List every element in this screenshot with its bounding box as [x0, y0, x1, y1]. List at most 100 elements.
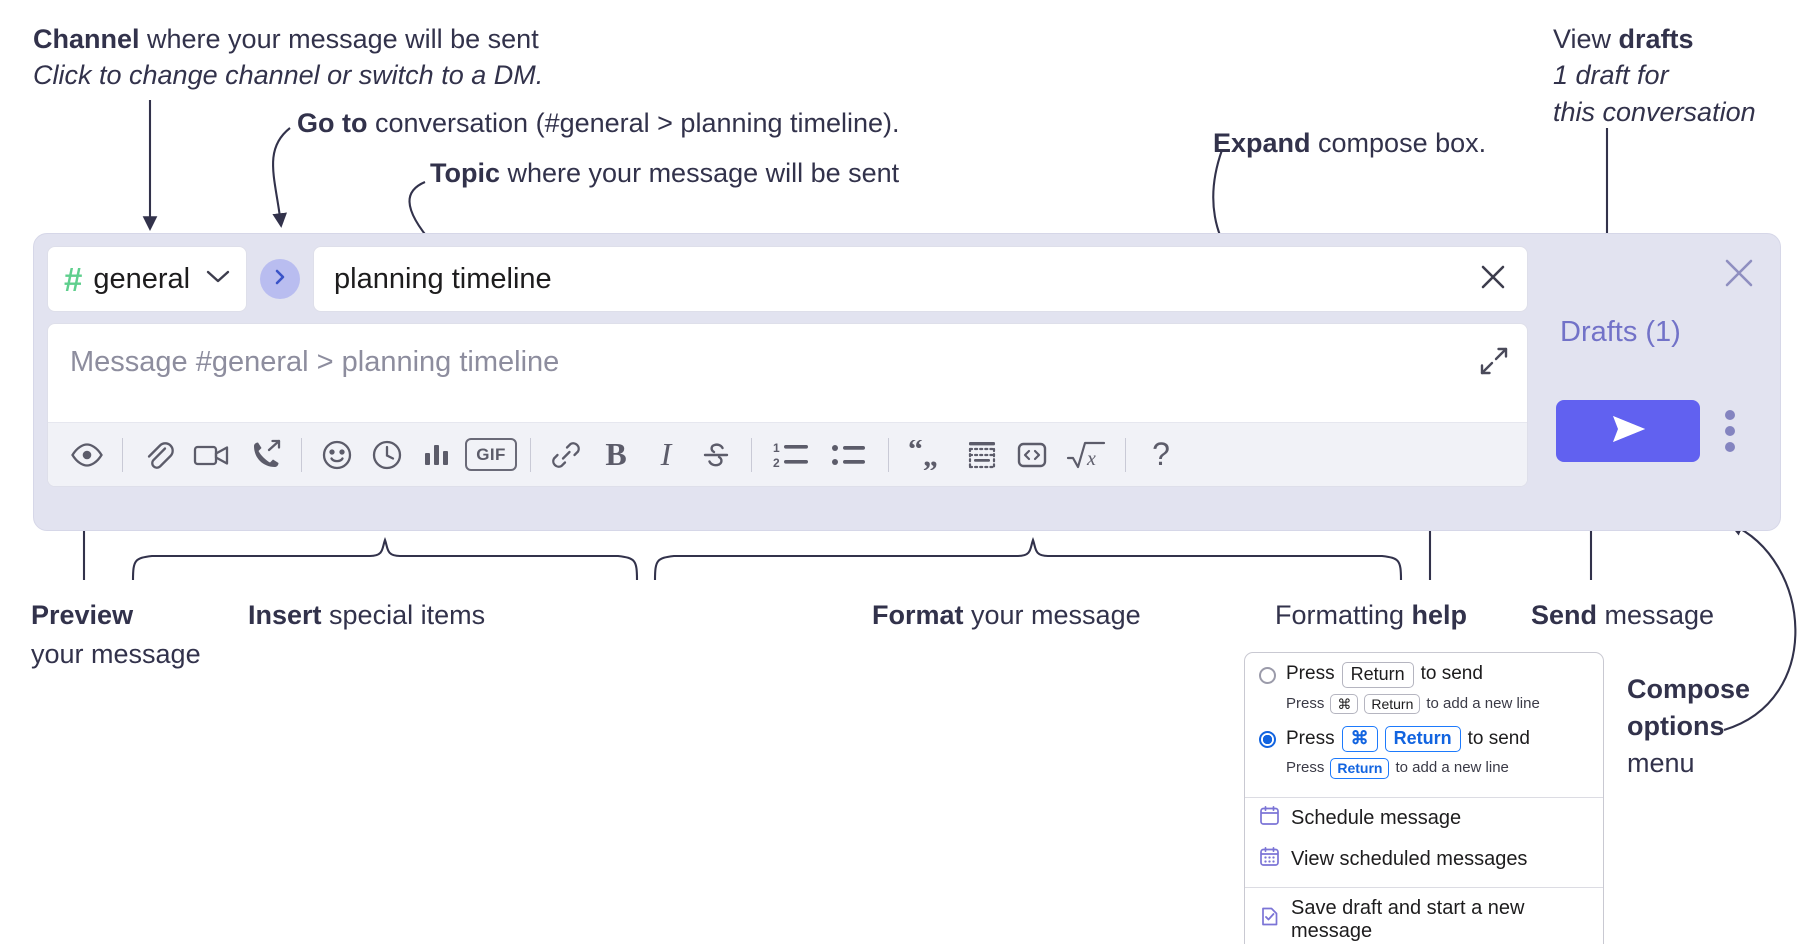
ordered-list-icon[interactable]: 1 2 [762, 430, 820, 480]
annotation-channel-strong: Channel [33, 24, 140, 54]
annotation-goto-rest: conversation (#general > planning timeli… [367, 108, 900, 138]
italic-label: I [660, 436, 672, 472]
paperclip-icon[interactable] [133, 430, 183, 480]
menu-item-schedule-message[interactable]: Schedule message [1245, 798, 1603, 839]
toolbar-divider [122, 437, 123, 472]
radio-return[interactable] [1259, 667, 1276, 684]
annotation-send-rest: message [1597, 600, 1715, 630]
link-icon[interactable] [541, 430, 591, 480]
send-icon [1605, 412, 1651, 451]
opt0-sub-post: to add a new line [1426, 694, 1540, 712]
emoji-icon[interactable] [312, 430, 362, 480]
channel-selector[interactable]: # general [47, 246, 247, 312]
menu-item-save-draft[interactable]: Save draft and start a new message [1245, 888, 1603, 944]
annotation-channel-rest: where your message will be sent [139, 24, 539, 54]
opt1-main-pre: Press [1286, 727, 1335, 749]
svg-text:1: 1 [773, 441, 780, 455]
opt0-main-pre: Press [1286, 663, 1335, 685]
send-option-cmd-return-sub: Press Return to add a new line [1286, 757, 1530, 779]
topic-input[interactable]: planning timeline [313, 246, 1528, 312]
key-return: Return [1384, 726, 1461, 752]
calendar-icon [1259, 805, 1280, 832]
expand-compose-icon[interactable] [1479, 346, 1509, 381]
send-option-cmd-return[interactable]: Press ⌘ Return to send Press Return to a… [1245, 720, 1603, 789]
menu-item-view-scheduled-messages[interactable]: View scheduled messages [1245, 839, 1603, 880]
annotation-preview-rest: your message [31, 639, 201, 669]
annotation-topic-strong: Topic [430, 158, 500, 188]
menu-item-label: Save draft and start a new message [1291, 896, 1525, 942]
code-icon[interactable] [1007, 430, 1057, 480]
compose-options-button[interactable] [1724, 409, 1736, 458]
preview-button[interactable] [62, 430, 112, 480]
annotation-send: Send message [1531, 598, 1714, 633]
question-mark-icon[interactable]: ? [1136, 430, 1186, 480]
annotation-preview: Preview [31, 598, 133, 633]
opt1-sub-post: to add a new line [1395, 759, 1509, 777]
annotation-preview-sub: your message [31, 637, 201, 672]
annotation-compose-options-strong1: Compose [1627, 674, 1751, 704]
toolbar-divider [301, 437, 302, 472]
annotation-compose-options-l3: menu [1627, 746, 1695, 781]
svg-text:„: „ [923, 440, 938, 470]
compose-panel: # general planning timeline [33, 233, 1781, 531]
bold-icon[interactable]: B [591, 430, 641, 480]
latex-icon[interactable]: x [1057, 430, 1115, 480]
annotation-expand-rest: compose box. [1310, 128, 1487, 158]
gif-icon[interactable]: GIF [462, 430, 520, 480]
annotation-insert: Insert special items [248, 598, 485, 633]
annotation-channel-sub: Click to change channel or switch to a D… [33, 58, 543, 93]
video-camera-icon[interactable] [183, 430, 241, 480]
annotation-format: Format your message [872, 598, 1141, 633]
bullet-list-icon[interactable] [820, 430, 878, 480]
toolbar-divider [1125, 437, 1126, 472]
drafts-column: Drafts (1) [1524, 234, 1780, 532]
annotation-compose-options: Compose [1627, 672, 1750, 707]
menu-divider [1245, 886, 1603, 888]
radio-cmd-return[interactable] [1259, 731, 1276, 749]
go-to-conversation-button[interactable] [260, 259, 300, 299]
phone-forward-icon[interactable] [241, 430, 291, 480]
strikethrough-icon[interactable] [691, 430, 741, 480]
annotation-insert-strong: Insert [248, 600, 322, 630]
menu-item-label: View scheduled messages [1291, 847, 1528, 870]
drafts-link[interactable]: Drafts (1) [1560, 316, 1681, 348]
blockquote-icon[interactable]: “ „ [899, 430, 957, 480]
annotation-expand: Expand compose box. [1213, 126, 1486, 161]
annotation-formatting-help-strong: help [1411, 600, 1468, 630]
send-option-return-sub: Press ⌘ Return to add a new line [1286, 693, 1540, 715]
chevron-right-icon [272, 268, 288, 291]
annotation-drafts-sub2: this conversation [1553, 95, 1756, 130]
annotation-drafts-italic1: 1 draft for [1553, 60, 1669, 90]
opt0-sub-pre: Press [1286, 694, 1325, 712]
compose-main-column: # general planning timeline [47, 246, 1528, 487]
key-return: Return [1341, 662, 1414, 688]
message-box: Message #general > planning timeline [47, 323, 1528, 487]
message-input[interactable]: Message #general > planning timeline [48, 324, 1527, 422]
gif-label: GIF [465, 438, 517, 471]
clock-icon[interactable] [362, 430, 412, 480]
close-icon[interactable] [1722, 256, 1756, 295]
topic-value: planning timeline [334, 262, 552, 295]
compose-header-row: # general planning timeline [47, 246, 1528, 312]
send-option-return-main: Press Return to send [1286, 662, 1540, 688]
formatting-toolbar: GIF B I [48, 422, 1527, 486]
annotation-format-rest: your message [963, 600, 1141, 630]
channel-name-label: general [93, 262, 191, 295]
annotation-expand-strong: Expand [1213, 128, 1311, 158]
annotation-format-strong: Format [872, 600, 964, 630]
annotation-goto-strong: Go to [297, 108, 368, 138]
italic-icon[interactable]: I [641, 430, 691, 480]
document-check-icon [1259, 906, 1280, 933]
bar-chart-icon[interactable] [412, 430, 462, 480]
annotation-compose-options-rest: menu [1627, 748, 1695, 778]
send-button[interactable] [1556, 400, 1700, 462]
calendar-grid-icon [1259, 846, 1280, 873]
annotation-topic-rest: where your message will be sent [500, 158, 900, 188]
clear-topic-icon[interactable] [1477, 261, 1509, 298]
annotation-drafts-italic2: this conversation [1553, 97, 1756, 127]
annotation-drafts-strong: drafts [1618, 24, 1694, 54]
send-option-return[interactable]: Press Return to send Press ⌘ Return to a… [1245, 653, 1603, 720]
annotation-preview-strong: Preview [31, 600, 134, 630]
opt0-main-post: to send [1420, 663, 1483, 685]
code-block-icon[interactable] [957, 430, 1007, 480]
